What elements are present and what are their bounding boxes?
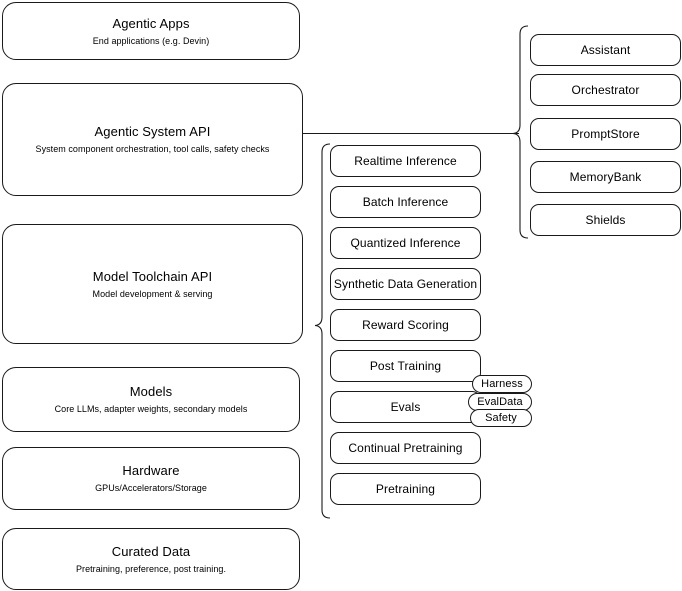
- toolchain-item-label: Post Training: [369, 358, 442, 373]
- layer-subtitle: Model development & serving: [92, 288, 213, 299]
- layer-title: Model Toolchain API: [92, 268, 213, 284]
- evals-tag-safety[interactable]: Safety: [470, 409, 532, 427]
- toolchain-item-quantized-inference[interactable]: Quantized Inference: [330, 227, 481, 259]
- toolchain-item-evals[interactable]: Evals: [330, 391, 481, 423]
- layer-curated-data[interactable]: Curated Data Pretraining, preference, po…: [2, 528, 300, 590]
- system-item-orchestrator[interactable]: Orchestrator: [530, 74, 681, 106]
- system-item-memorybank[interactable]: MemoryBank: [530, 161, 681, 193]
- system-item-assistant[interactable]: Assistant: [530, 34, 681, 66]
- toolchain-item-label: Pretraining: [375, 481, 436, 496]
- toolchain-item-label: Realtime Inference: [354, 153, 457, 168]
- layer-title: Agentic Apps: [112, 15, 190, 31]
- toolchain-item-batch-inference[interactable]: Batch Inference: [330, 186, 481, 218]
- layer-model-toolchain-api[interactable]: Model Toolchain API Model development & …: [2, 224, 303, 344]
- system-item-label: Orchestrator: [571, 82, 640, 97]
- toolchain-item-realtime-inference[interactable]: Realtime Inference: [330, 145, 481, 177]
- system-item-shields[interactable]: Shields: [530, 204, 681, 236]
- layer-agentic-apps[interactable]: Agentic Apps End applications (e.g. Devi…: [2, 2, 300, 60]
- layer-title: Models: [129, 384, 173, 399]
- toolchain-item-continual-pretraining[interactable]: Continual Pretraining: [330, 432, 481, 464]
- layer-subtitle: Pretraining, preference, post training.: [75, 563, 227, 574]
- toolchain-item-label: Evals: [390, 399, 421, 414]
- layer-subtitle: Core LLMs, adapter weights, secondary mo…: [54, 404, 248, 414]
- toolchain-item-label: Quantized Inference: [350, 235, 461, 250]
- layer-title: Agentic System API: [94, 124, 211, 139]
- layer-hardware[interactable]: Hardware GPUs/Accelerators/Storage: [2, 447, 300, 510]
- layer-agentic-system-api[interactable]: Agentic System API System component orch…: [2, 83, 303, 196]
- toolchain-item-label: Continual Pretraining: [348, 440, 463, 455]
- layer-title: Hardware: [122, 463, 180, 478]
- toolchain-item-synthetic-data-generation[interactable]: Synthetic Data Generation: [330, 268, 481, 300]
- toolchain-item-label: Synthetic Data Generation: [333, 276, 478, 291]
- evals-tag-harness[interactable]: Harness: [472, 375, 532, 393]
- system-components-brace: [512, 25, 529, 239]
- system-item-label: Assistant: [580, 42, 631, 57]
- layer-subtitle: GPUs/Accelerators/Storage: [95, 483, 207, 493]
- system-item-label: Shields: [585, 212, 626, 227]
- system-item-promptstore[interactable]: PromptStore: [530, 118, 681, 150]
- layer-subtitle: System component orchestration, tool cal…: [35, 144, 270, 154]
- system-item-label: PromptStore: [571, 126, 640, 141]
- layer-models[interactable]: Models Core LLMs, adapter weights, secon…: [2, 367, 300, 432]
- evals-tag-label: Safety: [485, 411, 517, 424]
- toolchain-components-brace: [314, 143, 331, 519]
- system-item-label: MemoryBank: [569, 169, 642, 184]
- toolchain-item-post-training[interactable]: Post Training: [330, 350, 481, 382]
- evals-tag-label: EvalData: [477, 395, 523, 408]
- toolchain-item-pretraining[interactable]: Pretraining: [330, 473, 481, 505]
- toolchain-item-reward-scoring[interactable]: Reward Scoring: [330, 309, 481, 341]
- evals-tag-label: Harness: [481, 377, 523, 390]
- layer-subtitle: End applications (e.g. Devin): [92, 35, 210, 46]
- toolchain-item-label: Reward Scoring: [362, 317, 449, 332]
- layer-title: Curated Data: [111, 543, 191, 559]
- toolchain-item-label: Batch Inference: [362, 194, 449, 209]
